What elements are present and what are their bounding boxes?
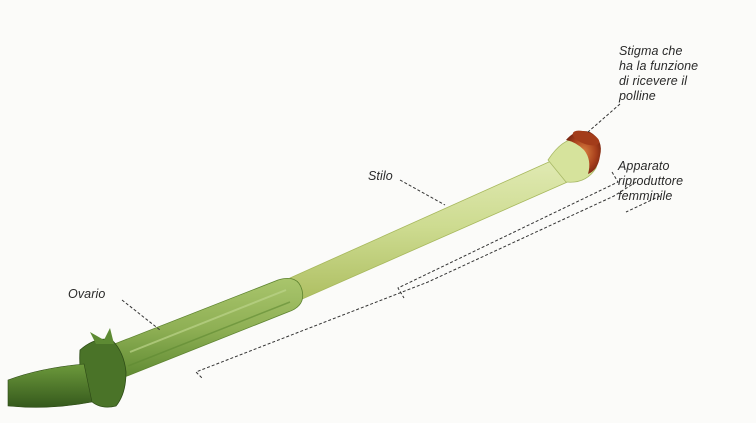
ovary-body [112, 278, 303, 378]
stem [8, 364, 92, 407]
stigma-leader [588, 104, 620, 132]
style-label: Stilo [368, 169, 393, 184]
female-apparatus-bracket-outer [196, 182, 636, 378]
ovary-label: Ovario [68, 287, 105, 302]
style-leader [400, 180, 445, 205]
ovary-leader [122, 300, 160, 330]
stigma-label: Stigma che ha la funzione di ricevere il… [619, 44, 739, 104]
female-apparatus-label: Apparato riproduttore femminile [618, 159, 738, 204]
